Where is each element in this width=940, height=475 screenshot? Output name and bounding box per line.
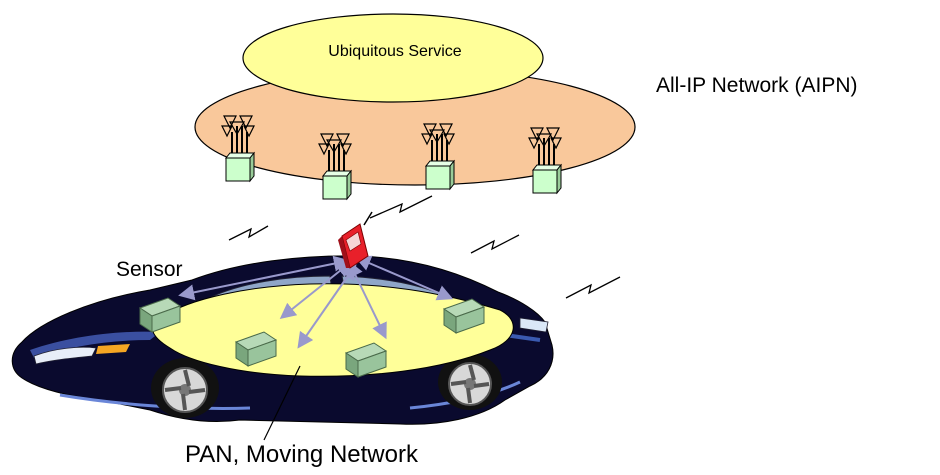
ubiquitous-service-ellipse xyxy=(242,13,544,103)
mobile-phone-icon xyxy=(338,211,373,269)
ubiquitous-service-label: Ubiquitous Service xyxy=(328,43,462,60)
pan-pointer-line xyxy=(263,365,301,441)
wireless-link-icon xyxy=(565,276,621,299)
wireless-link-icon xyxy=(228,225,269,241)
pan-moving-network-label: PAN, Moving Network xyxy=(185,441,418,468)
sensor-label: Sensor xyxy=(116,258,183,281)
all-ip-network-label: All-IP Network (AIPN) xyxy=(656,74,858,97)
sensor-link-arrows xyxy=(178,255,454,349)
wireless-link-icon xyxy=(369,195,433,219)
wireless-link-icon xyxy=(470,234,520,254)
